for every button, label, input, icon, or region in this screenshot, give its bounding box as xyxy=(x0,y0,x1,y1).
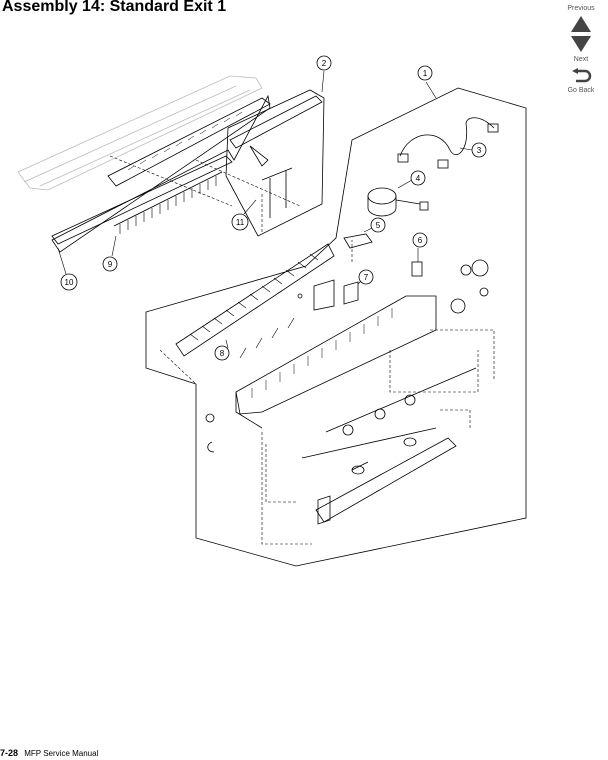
callout-1: 1 xyxy=(417,65,437,99)
callout-10: 10 xyxy=(57,247,78,291)
callout-7: 7 xyxy=(357,269,374,285)
go-back-label: Go Back xyxy=(567,87,595,94)
callout-8-label: 8 xyxy=(220,349,225,358)
callout-3: 3 xyxy=(459,142,487,158)
left-guide-outline xyxy=(51,94,271,253)
callout-3-label: 3 xyxy=(477,146,482,155)
callout-5: 5 xyxy=(363,217,386,233)
callout-6-label: 6 xyxy=(418,236,423,245)
next-label: Next xyxy=(573,56,589,63)
callout-11-label: 11 xyxy=(236,218,245,227)
assembly-frame-outline xyxy=(145,87,527,567)
page-footer: 7-28 MFP Service Manual xyxy=(0,748,98,758)
callout-9-label: 9 xyxy=(108,260,113,269)
navigation-panel: Previous Next Go Back xyxy=(558,4,604,95)
manual-name: MFP Service Manual xyxy=(24,749,99,758)
upper-bracket-outline xyxy=(225,89,325,237)
callout-2-label: 2 xyxy=(322,59,327,68)
previous-arrow-icon[interactable] xyxy=(570,15,592,33)
callout-1-label: 1 xyxy=(423,69,428,78)
callout-8: 8 xyxy=(214,339,230,361)
callout-4-label: 4 xyxy=(416,174,421,183)
go-back-icon[interactable] xyxy=(570,68,592,84)
callout-2: 2 xyxy=(316,55,332,93)
previous-label: Previous xyxy=(567,5,595,12)
callout-11: 11 xyxy=(231,199,257,231)
next-arrow-icon[interactable] xyxy=(570,35,592,53)
page-title: Assembly 14: Standard Exit 1 xyxy=(2,0,227,15)
callout-10-label: 10 xyxy=(65,278,74,287)
callout-4: 4 xyxy=(397,170,426,189)
callout-9: 9 xyxy=(102,235,118,272)
callout-5-label: 5 xyxy=(376,221,381,230)
page-number: 7-28 xyxy=(0,748,19,758)
callout-7-label: 7 xyxy=(364,273,369,282)
callout-6: 6 xyxy=(412,232,428,262)
